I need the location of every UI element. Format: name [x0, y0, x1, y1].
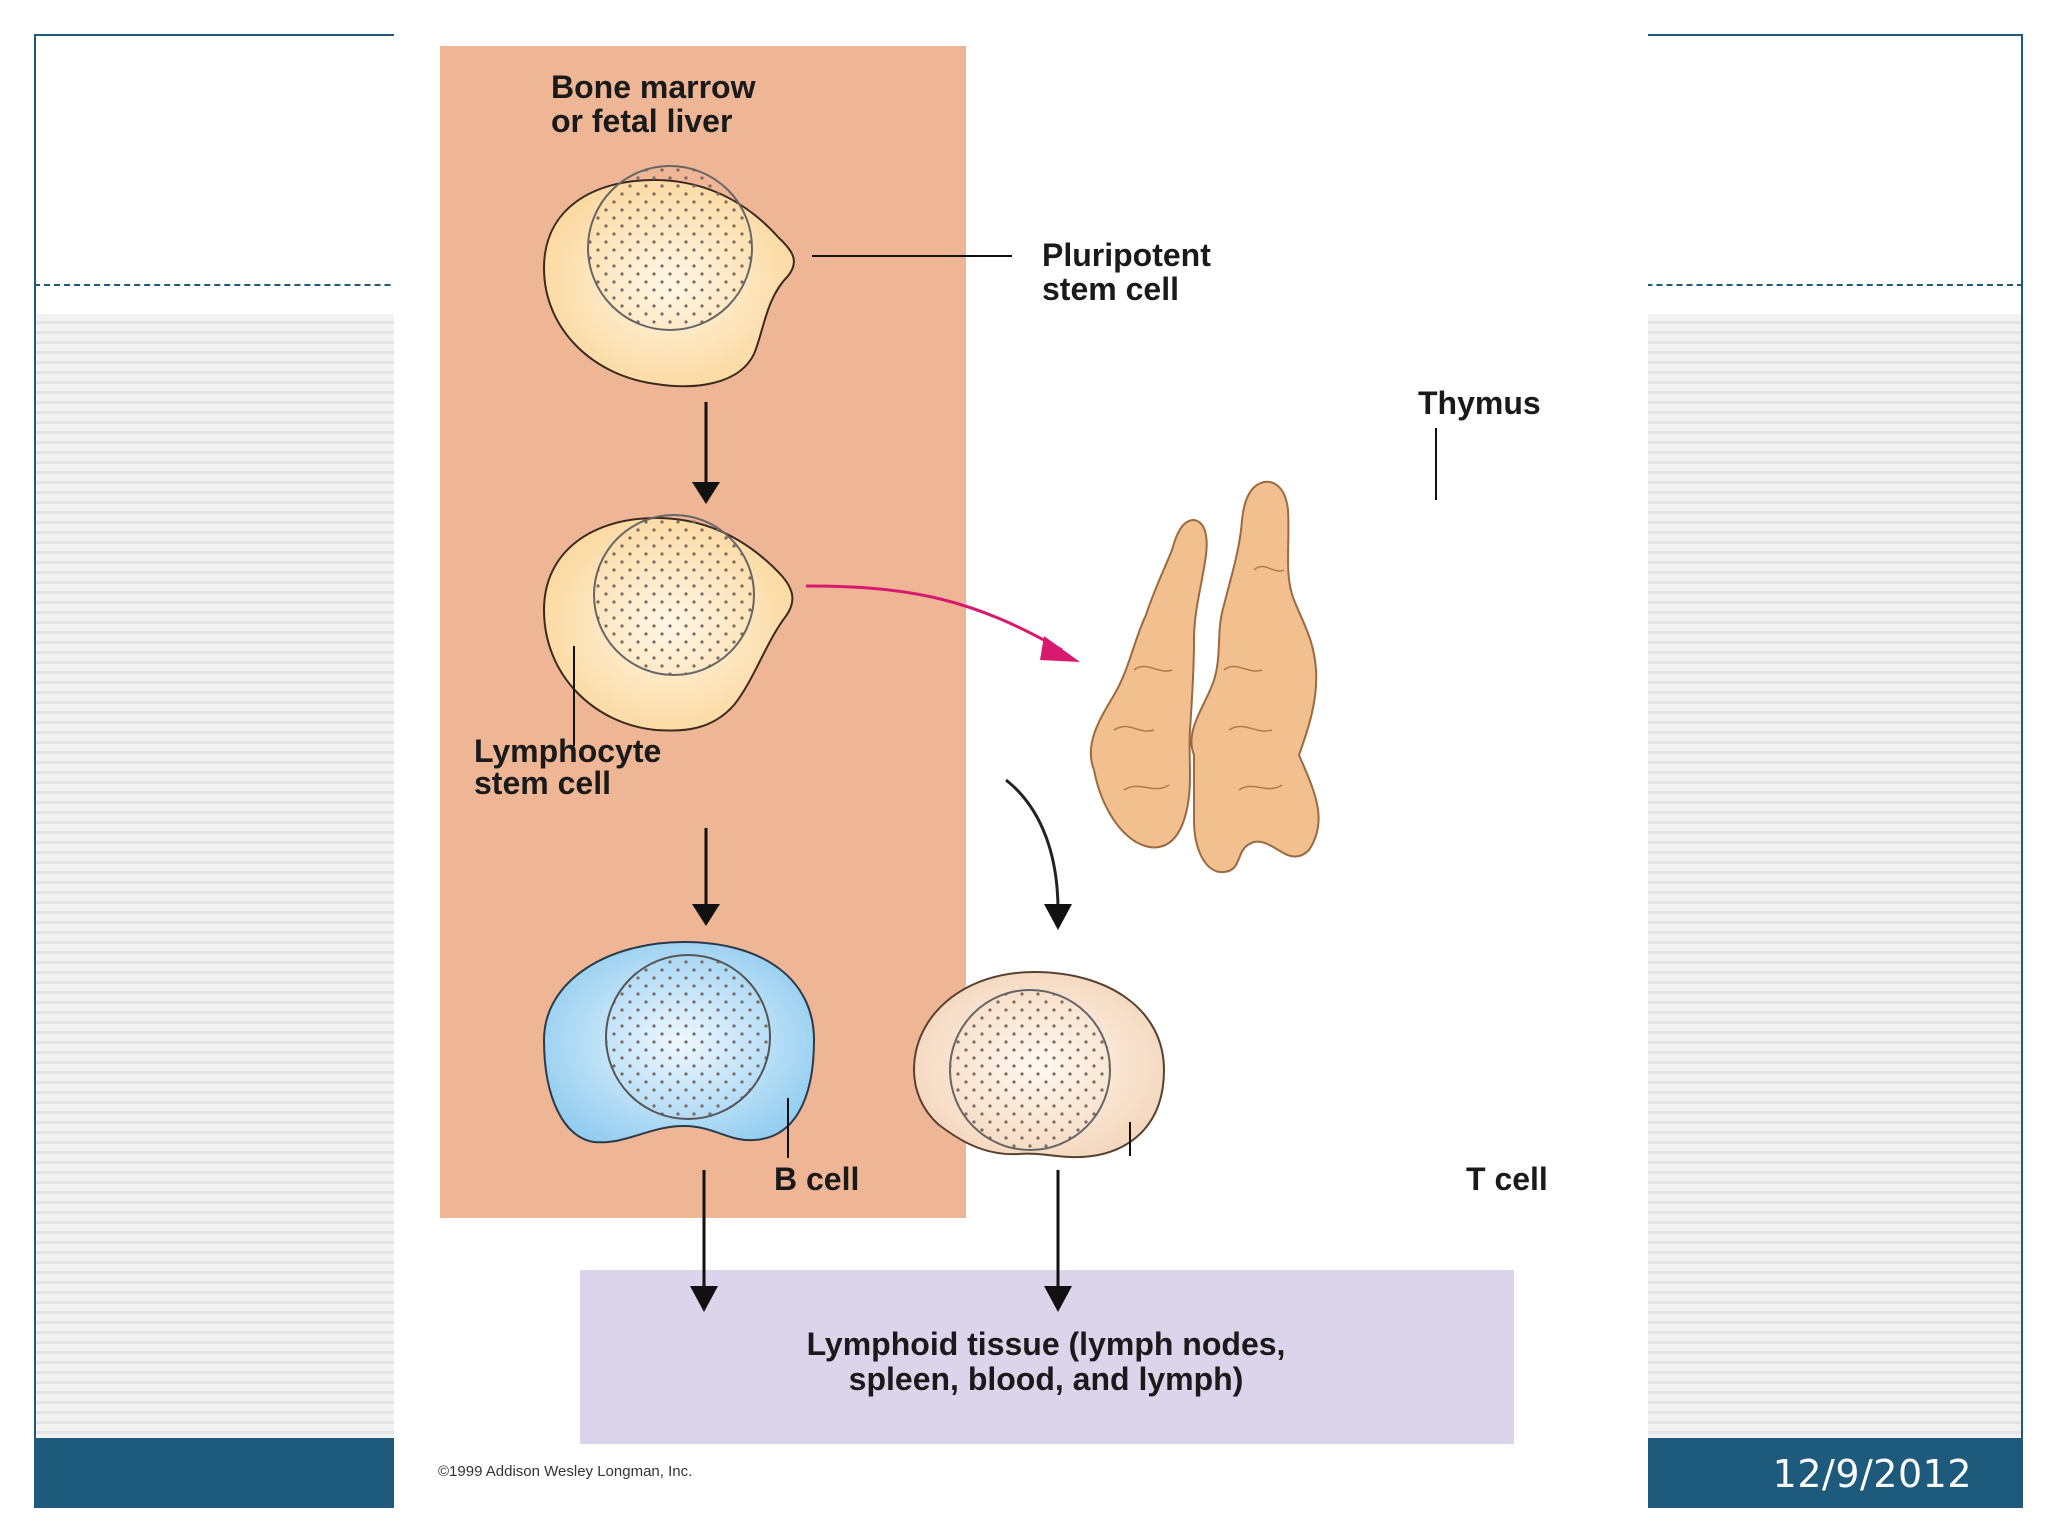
lymphocyte-stem-cell [542, 514, 794, 732]
label-pluripotent-line2: stem cell [1042, 271, 1179, 307]
migration-arrow [805, 584, 1063, 652]
thymus-texture [1113, 565, 1285, 791]
pluripotent-stem-cell [542, 165, 795, 388]
label-lymphocyte-line1: Lymphocyte [474, 733, 661, 769]
arrow-head [692, 904, 720, 926]
arrow-head [1044, 904, 1072, 930]
label-b-cell: B cell [774, 1161, 859, 1197]
label-bone-marrow-line1: Bone marrow [551, 69, 756, 105]
diagram-svg: Bone marrow or fetal liver Pluripotent s… [438, 46, 1548, 1480]
label-lymphoid-line2: spleen, blood, and lymph) [849, 1361, 1244, 1397]
lymphoid-tissue-panel [580, 1270, 1514, 1444]
t-cell [912, 970, 1166, 1159]
migration-arrow-head [1040, 636, 1080, 662]
label-bone-marrow-line2: or fetal liver [551, 103, 732, 139]
nucleus [593, 514, 755, 676]
copyright-notice: ©1999 Addison Wesley Longman, Inc. [438, 1463, 692, 1480]
b-cell [542, 940, 816, 1144]
nucleus [587, 165, 753, 331]
label-thymus: Thymus [1418, 385, 1541, 421]
arrow-thymus-to-t-cell [1005, 778, 1060, 911]
thymus-organ [1089, 480, 1320, 874]
arrow-head [692, 482, 720, 504]
arrow-head [1044, 1286, 1072, 1312]
label-pluripotent-line1: Pluripotent [1042, 237, 1211, 273]
label-lymphoid-line1: Lymphoid tissue (lymph nodes, [807, 1326, 1286, 1362]
label-t-cell: T cell [1466, 1161, 1548, 1197]
arrow-head [690, 1286, 718, 1312]
slide-date: 12/9/2012 [1772, 1452, 1972, 1496]
label-lymphocyte-line2: stem cell [474, 765, 611, 801]
nucleus [949, 989, 1111, 1151]
nucleus [605, 954, 771, 1120]
lymphocyte-development-figure: Bone marrow or fetal liver Pluripotent s… [394, 30, 1648, 1510]
